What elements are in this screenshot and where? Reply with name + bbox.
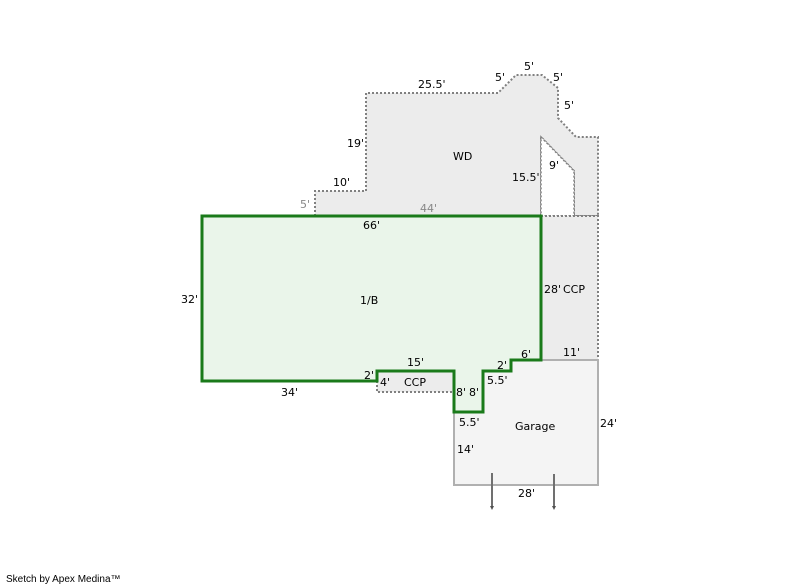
ccp-right-shape <box>540 215 599 361</box>
dim-garage-left: 14' <box>457 443 475 456</box>
dim-wd-right-vert: 5' <box>564 99 575 112</box>
dim-wd-step-left: 5' <box>300 198 311 211</box>
dim-wd-step-top: 10' <box>333 176 351 189</box>
dim-garage-bottom: 28' <box>518 487 536 500</box>
dim-ccp-right-bottom: 11' <box>563 346 581 359</box>
dim-notch-bottom: 5.5' <box>459 416 480 429</box>
dim-ccp-left: 4' <box>380 376 391 389</box>
dim-step-55: 5.5' <box>487 374 508 387</box>
dim-main-bottom: 34' <box>281 386 299 399</box>
dim-ccp-top: 15' <box>407 356 425 369</box>
main-area-shape <box>200 214 543 414</box>
area-label-wd: WD <box>453 150 473 163</box>
dim-wd-left: 19' <box>347 137 365 150</box>
dim-notch-left: 8' <box>456 386 467 399</box>
dim-garage-right: 24' <box>600 417 618 430</box>
area-label-main: 1/B <box>360 294 379 307</box>
dim-main-left: 32' <box>181 293 199 306</box>
dim-notch-right: 8' <box>469 386 480 399</box>
dim-wd-notch-diag: 9' <box>549 159 560 172</box>
dim-main-top: 66' <box>363 219 381 232</box>
dim-wd-diag2: 5' <box>553 71 564 84</box>
dim-step-6: 6' <box>521 348 532 361</box>
dim-wd-top: 25.5' <box>418 78 446 91</box>
dim-wd-peak: 5' <box>524 60 535 73</box>
dim-wd-diag1: 5' <box>495 71 506 84</box>
dim-wd-bottom: 44' <box>420 202 438 215</box>
sketch-credit: Sketch by Apex Medina™ <box>6 574 121 585</box>
dim-step-2b: 2' <box>497 359 508 372</box>
dim-main-right: 28' <box>544 283 562 296</box>
area-label-ccp-right: CCP <box>563 283 585 296</box>
dim-step-2a: 2' <box>364 369 375 382</box>
dim-wd-notch-inner: 15.5' <box>512 171 540 184</box>
area-label-garage: Garage <box>515 420 556 433</box>
area-label-ccp-bottom: CCP <box>404 376 426 389</box>
